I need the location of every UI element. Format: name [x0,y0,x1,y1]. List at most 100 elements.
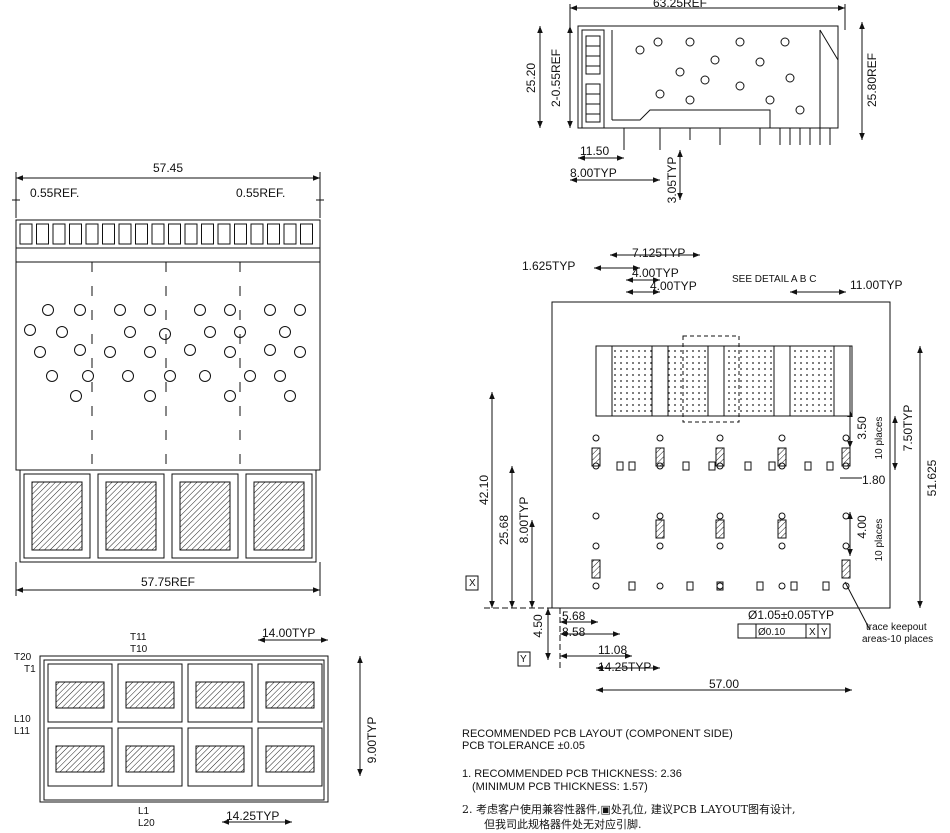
vent-hole [24,324,36,336]
latch [52,223,66,245]
dim-pcb-8-00: 8.00TYP [517,497,531,544]
keepout-area [841,559,851,579]
pin-l20: L20 [138,818,155,829]
dim-top-11-50: 11.50 [580,144,609,158]
label-trace-keepout-2: areas-10 places [862,634,933,645]
notes-title: RECOMMENDED PCB LAYOUT (COMPONENT SIDE) [462,728,733,740]
latch [85,223,99,245]
pcb-pad [616,461,624,471]
note-2b: 但我司此规格器件处无对应引脚. [484,818,642,831]
pcb-hole [778,512,786,520]
pcb-hole [778,542,786,550]
pin-t1: T1 [24,664,36,675]
label-ten-places-a: 10 places [874,417,885,460]
pcb-pad [744,461,752,471]
vent-hole [264,304,276,316]
pcb-pad [628,581,636,591]
pcb-pad [822,581,830,591]
keepout-area [655,447,665,467]
rear-port [47,727,113,787]
pin-t11: T11 [130,632,147,643]
dim-top-h-ref: 2-0.55REF [549,49,563,107]
side-view [537,4,865,200]
rear-port [257,663,323,723]
pcb-hole [592,434,600,442]
dim-pcb-1-625: 1.625TYP [522,259,575,273]
vent-hole [144,390,156,402]
rear-port [117,727,183,787]
dim-pcb-7-50: 7.50TYP [901,405,915,452]
dim-pcb-4-50: 4.50 [531,614,545,638]
port [245,473,313,559]
latch [201,223,214,245]
rear-port [257,727,323,787]
vent-hole [279,326,291,338]
note-2a: 2. 考虑客户使用兼容性器件,▣处孔位, 建议PCB LAYOUT图有设计, [462,803,796,816]
latch [168,223,181,245]
pcb-layout [484,252,923,693]
vent-hole [56,326,68,338]
pcb-hole [656,582,664,590]
generated-features [19,223,851,787]
vent-hole [122,370,134,382]
latch [267,223,280,245]
pcb-hole [656,542,664,550]
pcb-hole [592,512,600,520]
rear-port [117,663,183,723]
port [97,473,165,559]
vent-hole [159,328,171,340]
note-1a: 1. RECOMMENDED PCB THICKNESS: 2.36 [462,768,682,780]
dim-rear-14-25: 14.25TYP [226,809,279,823]
datum-y: Y [520,654,527,665]
pcb-pad [628,461,636,471]
pcb-pad [686,581,694,591]
latch [102,223,115,245]
note-1b: (MINIMUM PCB THICKNESS: 1.57) [472,781,648,793]
rear-port-contacts [55,681,105,709]
pcb-hole [716,542,724,550]
latch [135,223,148,245]
dim-pcb-3-50: 3.50 [855,416,869,440]
pcb-slot [773,345,791,417]
vent-hole [199,370,211,382]
vent-hole [264,344,276,356]
dim-rear-14-00: 14.00TYP [262,626,315,640]
label-trace-keepout-1: trace keepout [866,622,927,633]
pcb-pad [716,581,724,591]
vent-hole [74,304,86,316]
pcb-slot [595,345,613,417]
vent-hole [244,370,256,382]
latch [19,223,33,245]
vent-hole [194,304,206,316]
datum-x-box [465,575,479,591]
pcb-pad [768,461,776,471]
dim-pcb-4-00a: 4.00TYP [632,266,679,280]
latch [234,223,247,245]
vent-hole [34,346,46,358]
rear-port-contacts [195,681,245,709]
pcb-pad [682,461,690,471]
pin-l11: L11 [14,726,30,737]
rear-port [47,663,113,723]
vent-hole [294,304,306,316]
keepout-area [655,519,665,539]
vent-hole [70,390,82,402]
latch [217,223,231,245]
rear-port-contacts [265,681,315,709]
pcb-hole [716,434,724,442]
dim-pcb-7-125: 7.125TYP [632,246,685,260]
pcb-hole [716,512,724,520]
pcb-pad [804,461,812,471]
vent-hole [224,304,236,316]
dim-ref-left: 0.55REF. [30,186,79,200]
vent-hole [124,326,136,338]
pcb-slot [651,345,669,417]
port [23,473,91,559]
dim-pcb-11-00: 11.00TYP [850,278,902,292]
rear-port-contacts [55,745,105,773]
latch [69,223,82,245]
dim-top-3-05: 3.05TYP [665,157,679,204]
dim-pcb-4-00c: 4.00 [855,515,869,539]
dim-pcb-14-25: 14.25TYP [598,660,651,674]
rear-port-contacts [195,745,245,773]
